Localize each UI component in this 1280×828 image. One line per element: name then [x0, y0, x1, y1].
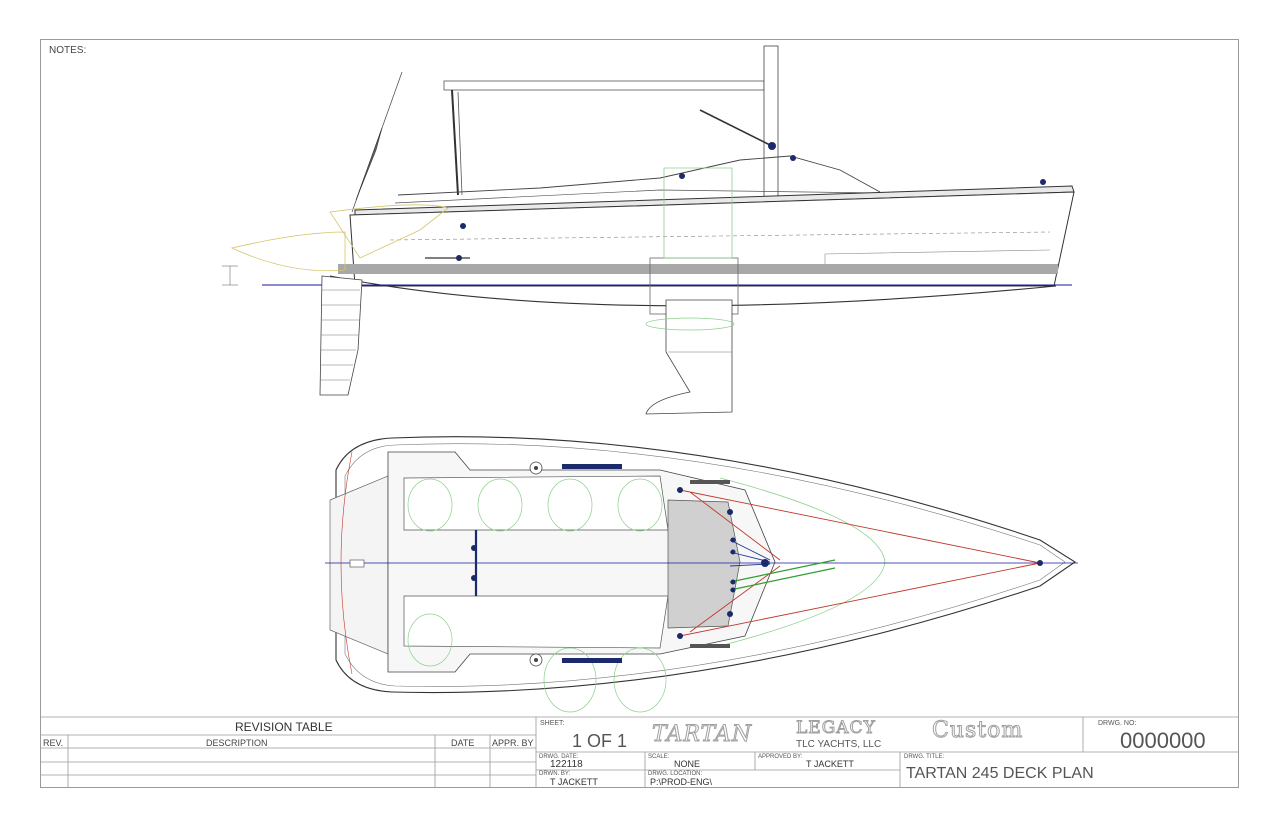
port-cabin-track	[690, 480, 730, 484]
cabin-hatch-fitting	[679, 173, 685, 179]
cabin-sheer	[394, 189, 881, 204]
control-lines-green	[729, 559, 836, 591]
drawing-title-value: TARTAN 245 DECK PLAN	[906, 765, 1094, 782]
stern-yellow-outline	[329, 204, 449, 259]
companionway-hatch	[667, 499, 741, 629]
revision-col-date: DATE	[451, 738, 475, 748]
bimini-strut-forward	[451, 89, 459, 196]
deck-plan-view	[325, 436, 1078, 713]
legacy-logo: LEGACY	[796, 718, 876, 739]
sheet-value: 1 OF 1	[572, 731, 628, 751]
revision-table-title: REVISION TABLE	[235, 720, 333, 734]
starboard-jib-track	[562, 658, 622, 663]
revision-col-appr-by: APPR. BY	[492, 738, 534, 748]
deck-edge-plan	[344, 443, 1066, 687]
outboard-outline	[230, 231, 346, 272]
keel-fin	[645, 299, 733, 415]
tartan-logo: TARTAN	[651, 722, 753, 748]
port-jib-track	[562, 464, 622, 469]
jib-furler	[355, 127, 383, 201]
transom-fitting	[349, 559, 365, 568]
stern-hardware	[460, 223, 466, 229]
company-name: TLC YACHTS, LLC	[796, 739, 882, 750]
notes-label: NOTES:	[49, 45, 87, 56]
keel-green-outline	[663, 167, 733, 259]
keel-green-ellipse	[645, 317, 735, 331]
vang	[699, 109, 773, 147]
mast-base-fitting	[790, 155, 796, 161]
starboard-cabin-track	[690, 644, 730, 648]
scale-label: SCALE:	[648, 754, 670, 760]
custom-logo: Custom	[931, 718, 1024, 744]
drawing-number-label: DRWG. NO:	[1098, 720, 1137, 727]
revision-col-rev: REV.	[43, 738, 64, 748]
revision-col-description: DESCRIPTION	[206, 738, 268, 748]
bimini-strut-aft	[457, 91, 463, 196]
drawing-location-label: DRWG. LOCATION:	[648, 771, 703, 777]
approved-by-value: T JACKETT	[806, 759, 854, 769]
drawn-by-label: DRWN. BY:	[539, 771, 571, 777]
bow-fitting	[1040, 179, 1046, 185]
scale-value: NONE	[674, 759, 701, 769]
drawing-title-label: DRWG. TITLE:	[904, 754, 945, 760]
interior-dashed-line	[389, 231, 1051, 241]
foredeck-green-line	[719, 477, 886, 647]
port-winch-center	[534, 466, 538, 470]
drawing-date-value: 122118	[550, 759, 583, 770]
starboard-cockpit-seat	[403, 595, 669, 649]
hull-bottom	[329, 275, 1057, 307]
side-profile-view	[222, 45, 1075, 415]
sheet-label: SHEET:	[540, 720, 565, 727]
drawing-location-value: P:\PROD-ENG\	[650, 777, 713, 787]
approved-by-label: APPROVED BY:	[758, 754, 803, 760]
interior-outline	[824, 249, 1051, 264]
vang-block	[768, 142, 776, 150]
starboard-winch-center	[534, 658, 538, 662]
transom-red-line	[340, 451, 353, 675]
cabin-top-line	[397, 155, 881, 196]
drawing-sheet-border	[40, 39, 1239, 788]
deck-hardware	[471, 487, 1043, 639]
boot-stripe	[338, 264, 1058, 274]
control-lines-red	[679, 489, 1041, 637]
drawn-by-value: T JACKETT	[550, 777, 598, 787]
rudder-sections	[320, 289, 360, 381]
drawing-date-label: DRWG. DATE:	[539, 754, 579, 760]
crew-figures	[407, 478, 667, 713]
drawing-number-value: 0000000	[1120, 728, 1206, 753]
